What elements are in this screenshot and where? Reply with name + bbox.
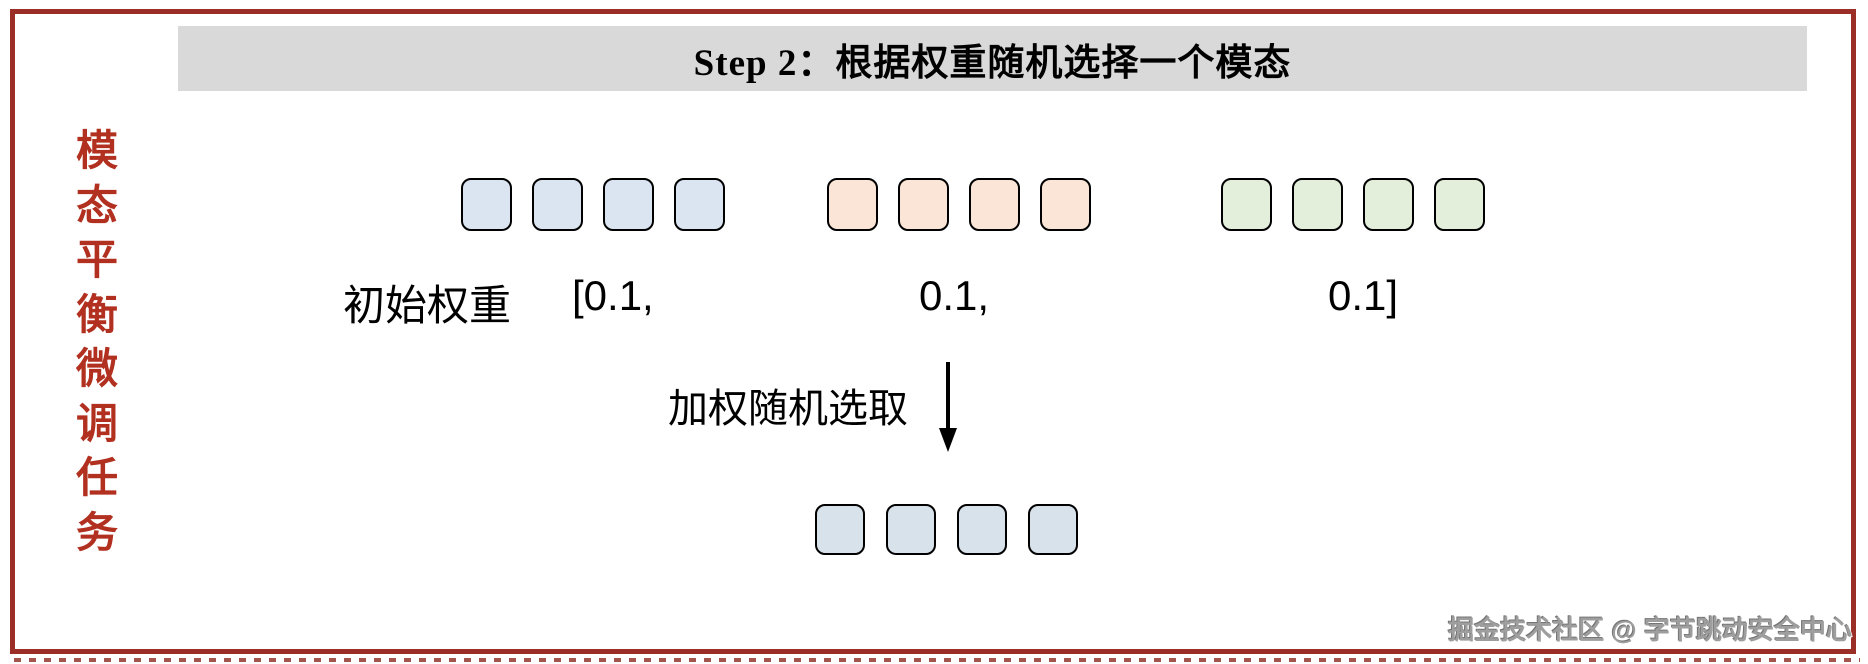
outer-red-frame (10, 9, 1856, 654)
modality-token (827, 178, 878, 231)
modality-token (461, 178, 512, 231)
weight-value-3: 0.1] (1328, 272, 1399, 319)
step-title: Step 2：根据权重随机选择一个模态 (693, 42, 1292, 84)
modality-token (1040, 178, 1091, 231)
modality-group-2 (827, 178, 1091, 231)
modality-token (886, 504, 936, 555)
initial-weights-label: 初始权重 (343, 282, 512, 329)
modality-token (815, 504, 865, 555)
sidebar-vertical-label: 模态平衡微调任务 (75, 127, 118, 556)
modality-group-1 (461, 178, 725, 231)
watermark-text: 掘金技术社区 @ 字节跳动安全中心 (1448, 615, 1852, 645)
modality-group-3 (1221, 178, 1485, 231)
modality-token (1363, 178, 1414, 231)
modality-token (1221, 178, 1272, 231)
selected-modality-group (815, 504, 1078, 555)
bottom-dashed-line (14, 658, 1860, 662)
weight-value-2: 0.1, (919, 272, 990, 319)
weighted-random-pick-label: 加权随机选取 (668, 387, 908, 431)
modality-token (957, 504, 1007, 555)
weight-value-1: [0.1, (572, 272, 654, 319)
modality-token (603, 178, 654, 231)
modality-token (532, 178, 583, 231)
modality-token (898, 178, 949, 231)
down-arrow-icon (939, 362, 957, 452)
modality-token (969, 178, 1020, 231)
modality-token (1434, 178, 1485, 231)
step-header-bar: Step 2：根据权重随机选择一个模态 (178, 26, 1807, 91)
modality-token (1292, 178, 1343, 231)
modality-token (674, 178, 725, 231)
modality-token (1028, 504, 1078, 555)
